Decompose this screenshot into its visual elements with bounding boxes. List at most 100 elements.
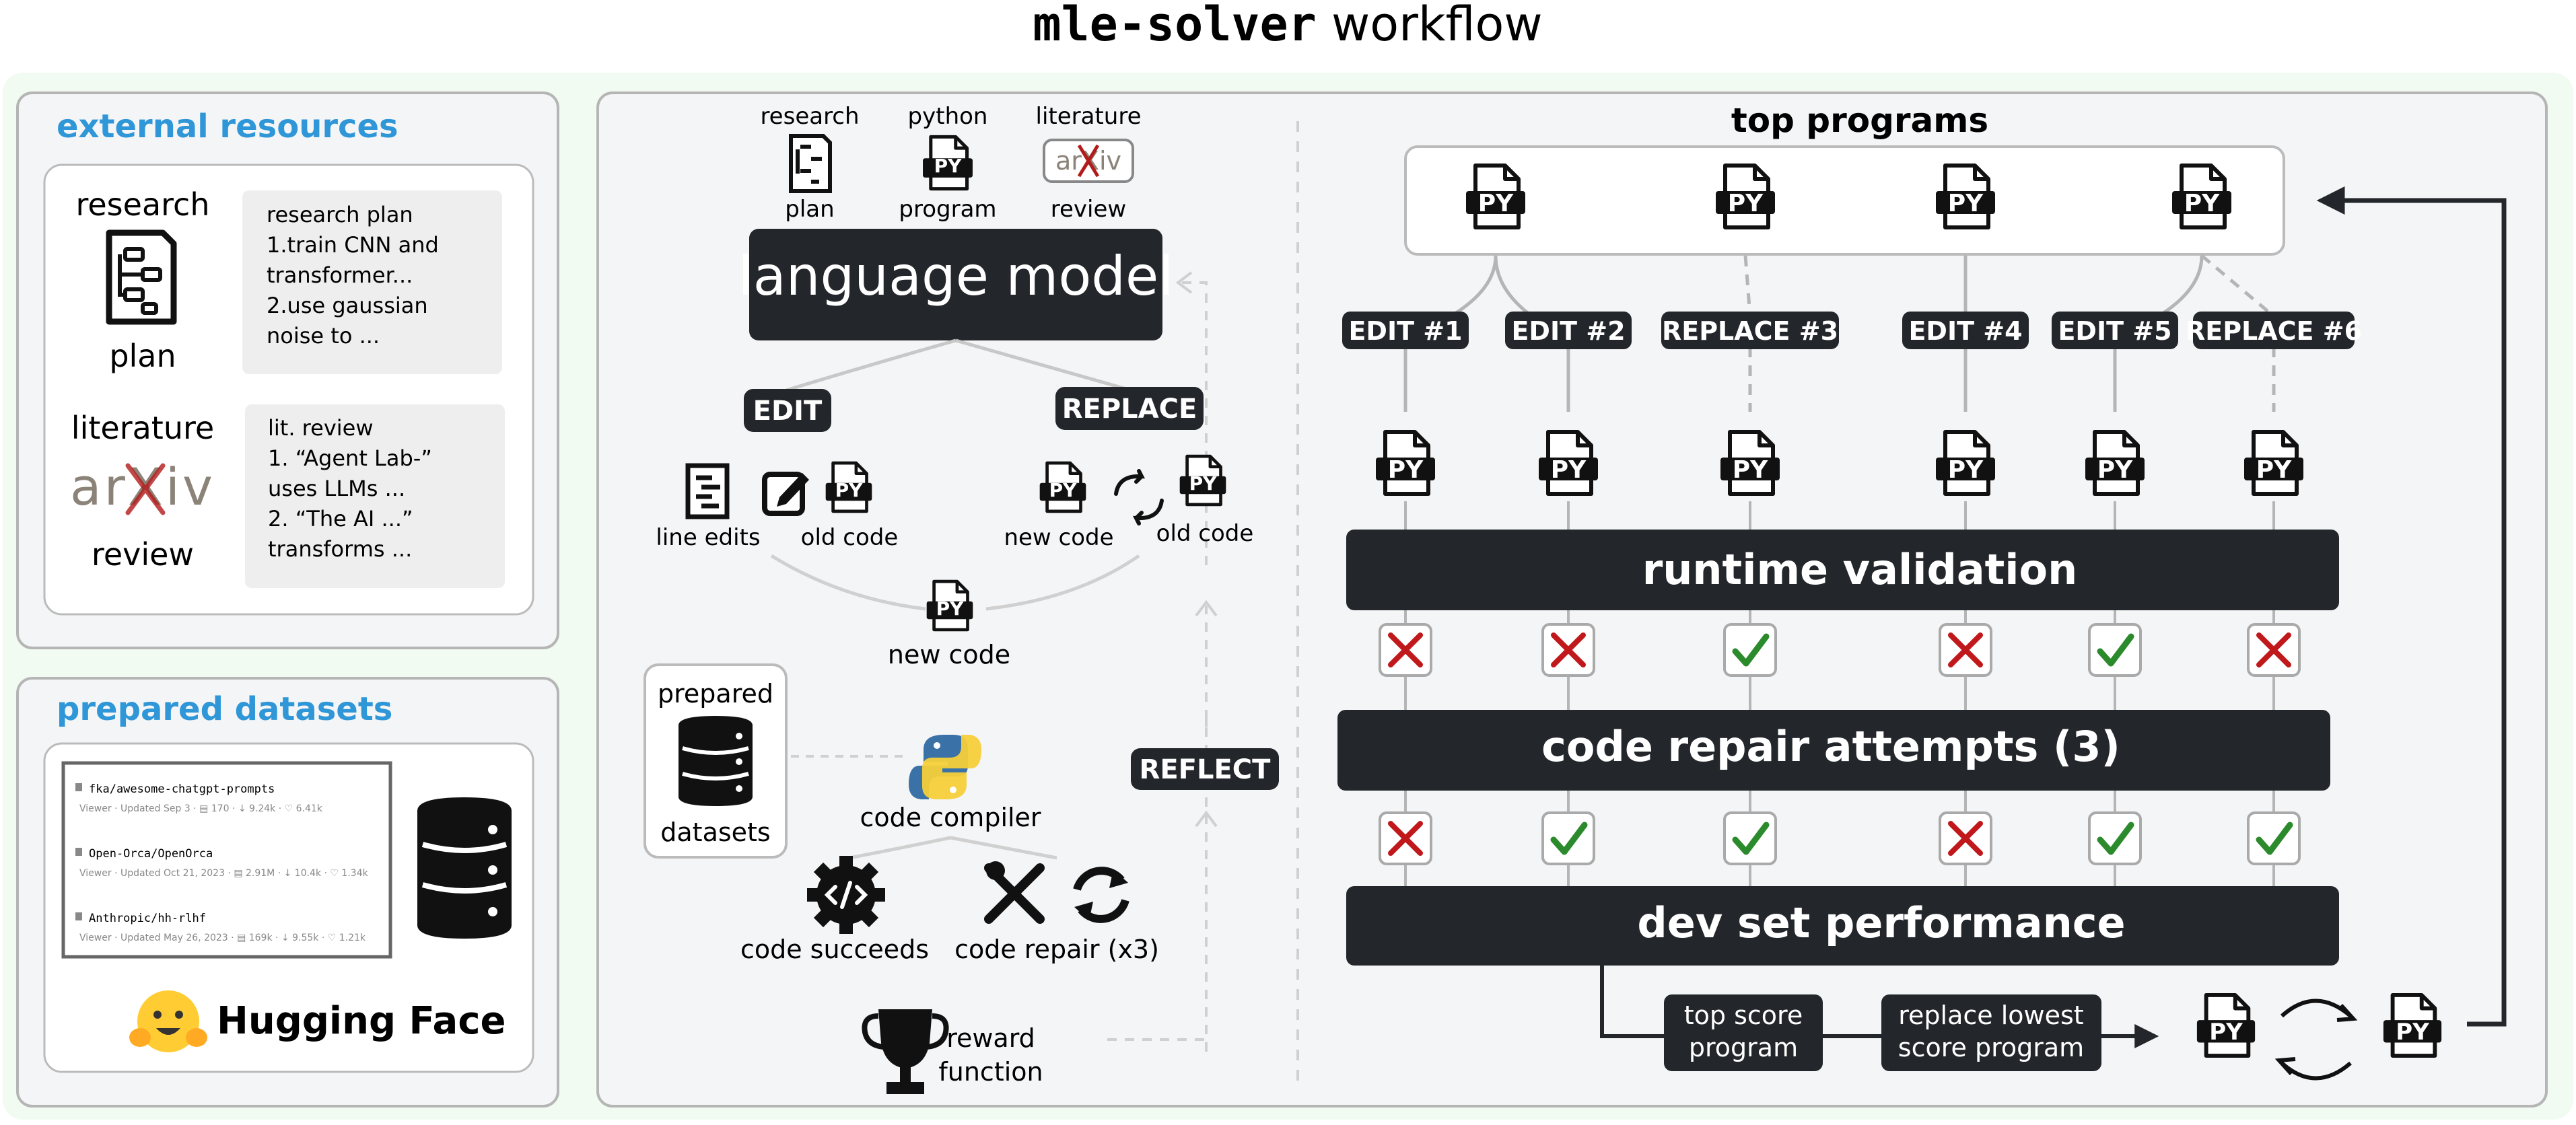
branch-line (2200, 254, 2276, 412)
research-plan-small-icon (789, 134, 832, 193)
py-doc-text: PY (1189, 472, 1218, 495)
feedback-arrow-mid (1195, 600, 1218, 617)
runtime-validation-bar (1346, 530, 2339, 610)
figure-title: mle-solver workflow (1033, 0, 1542, 52)
runtime-results (1379, 623, 2301, 677)
top-score-line1: top score (1684, 1001, 1803, 1030)
top-score-tag (1664, 994, 1823, 1071)
lit-line: 1. “Agent Lab-” (268, 445, 432, 471)
prepared-label-bottom: datasets (660, 818, 770, 847)
database-icon (417, 797, 512, 939)
top-program-text: PY (1478, 190, 1514, 217)
cross-icon (1939, 623, 1992, 677)
compiler-branch-lines (849, 836, 1057, 860)
replace-lowest-tag (1881, 994, 2101, 1071)
candidate-branch-lines (1403, 254, 2276, 412)
candidate-program-text: PY (1733, 456, 1768, 484)
top-program-text: PY (1728, 190, 1764, 217)
old-code-replace-label: old code (1156, 520, 1254, 547)
lit-line: 2. “The AI ...” (268, 506, 413, 532)
candidate-tag-label: EDIT #5 (2058, 316, 2171, 346)
candidate-tag (1661, 312, 1839, 349)
lm-input-label-bottom: review (1051, 196, 1126, 223)
replace-tag (1055, 387, 1204, 430)
lm-input-label-bottom: program (899, 196, 996, 223)
py-doc-text: PY (835, 479, 864, 501)
dataset-name[interactable]: fka/awesome-chatgpt-prompts (89, 783, 275, 796)
candidate-tag-label: EDIT #4 (1908, 316, 2022, 346)
py-doc-text: PY (936, 597, 965, 620)
candidate-tag (2052, 312, 2178, 349)
dataset-meta: Viewer · Updated Oct 21, 2023 · ▤ 2.91M … (79, 868, 369, 879)
candidate-tag-label: REPLACE #3 (1662, 316, 1838, 346)
code-repair-tools-icon (984, 861, 1045, 924)
lit-line: transforms ... (268, 536, 412, 562)
replace-tag-label: REPLACE (1062, 394, 1197, 425)
prepared-label-top: prepared (658, 679, 773, 709)
language-model-label: language model (738, 245, 1174, 307)
arxiv-small-cross (1077, 144, 1100, 178)
reward-label-bottom: function (938, 1057, 1043, 1087)
top-programs-header: top programs (1731, 101, 1988, 140)
code-repair-label: code repair (x3) (954, 935, 1159, 964)
lm-input-label-top: literature (1036, 103, 1142, 130)
candidate-program-text: PY (1388, 456, 1424, 484)
literature-review-label-bottom: review (92, 536, 194, 573)
code-succeeds-gear-icon (807, 856, 885, 934)
check-icon (2088, 811, 2142, 865)
hugging-face-logo-icon (129, 990, 207, 1052)
dataset-bullet (75, 848, 82, 856)
plan-line: transformer... (267, 262, 413, 288)
literature-review-label-top: literature (71, 410, 214, 446)
replace-lowest-line2: score program (1898, 1033, 2084, 1062)
dataset-name[interactable]: Anthropic/hh-rlhf (89, 912, 206, 925)
cross-icon (2247, 623, 2301, 677)
new-code-label: new code (1004, 524, 1113, 551)
check-icon (2247, 811, 2301, 865)
code-succeeds-label: code succeeds (740, 935, 929, 964)
merge-lines (770, 554, 1140, 611)
prepared-datasets-header: prepared datasets (57, 690, 392, 728)
arxiv-logo: arXiv (70, 457, 213, 517)
candidate-tag (1505, 312, 1632, 349)
score-program-a-text: PY (2209, 1019, 2243, 1046)
reward-trophy-icon (862, 1009, 949, 1094)
candidate-tag (1342, 312, 1469, 349)
edit-tag-label: EDIT (753, 396, 823, 427)
lm-input-label-top: python (908, 103, 988, 130)
candidate-tag (2193, 312, 2355, 349)
dataset-bullet (75, 912, 82, 920)
reflect-tag-label: REFLECT (1140, 754, 1272, 785)
reward-label-top: reward (946, 1023, 1035, 1053)
return-arrow (2316, 186, 2507, 1027)
check-icon (1541, 811, 1595, 865)
dev-set-performance-label: dev set performance (1637, 898, 2125, 947)
score-program-b-text: PY (2396, 1019, 2429, 1046)
research-plan-icon (106, 229, 177, 325)
swap-programs-icon (2274, 999, 2358, 1081)
dataset-meta: Viewer · Updated Sep 3 · ▤ 170 · ↓ 9.24k… (79, 803, 323, 814)
old-code-label: old code (801, 524, 899, 551)
plan-line: 1.train CNN and (267, 232, 439, 258)
database-small-icon (678, 716, 753, 806)
candidate-tag-label: EDIT #1 (1348, 316, 1462, 346)
edit-tag (744, 389, 831, 432)
branch-line (2113, 255, 2204, 412)
lm-input-label-top: research (760, 103, 859, 130)
code-repair-bar (1337, 710, 2330, 791)
research-plan-label-top: research (75, 186, 209, 223)
replace-lowest-line1: replace lowest (1898, 1001, 2083, 1030)
top-programs-box (1404, 145, 2285, 256)
dataset-name[interactable]: Open-Orca/OpenOrca (89, 847, 213, 861)
cross-icon (1379, 811, 1432, 865)
candidate-program-text: PY (1948, 456, 1984, 484)
cross-icon (1541, 623, 1595, 677)
candidate-tag-label: REPLACE #6 (2186, 316, 2362, 346)
python-logo-icon (909, 735, 981, 799)
